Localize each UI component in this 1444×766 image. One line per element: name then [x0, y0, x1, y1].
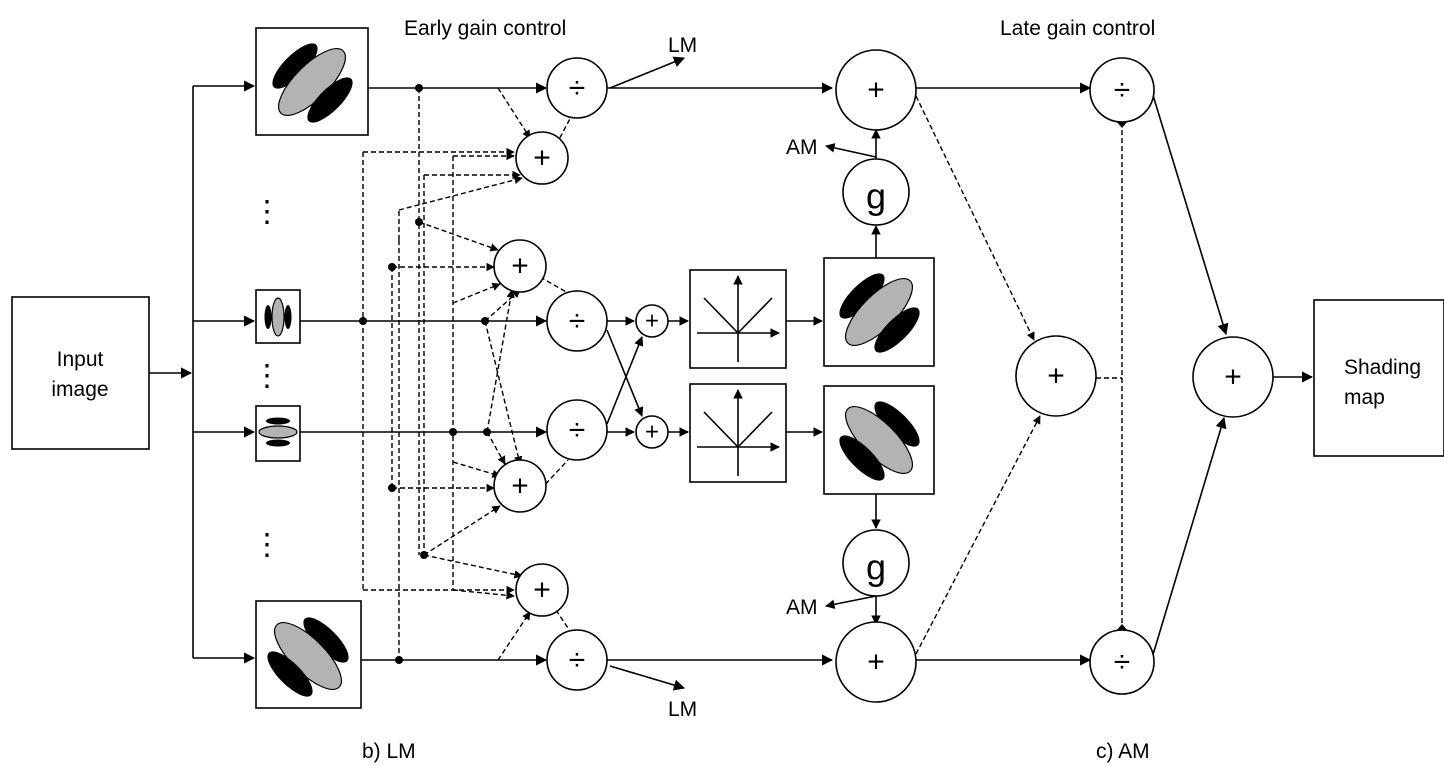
gain-symbol-bottom: g — [866, 547, 886, 588]
late-pool-sum-node — [1015, 335, 1097, 417]
lm-bottom-arrow — [609, 665, 686, 691]
lm-am-sum-symbol-bottom: + — [867, 646, 885, 679]
late-gain-control-heading: Late gain control — [1000, 17, 1155, 40]
input-image-label-line1: Input — [57, 348, 104, 371]
filter-oblique-bottom — [255, 600, 362, 709]
mid-sum-symbol-1: + — [645, 308, 659, 335]
final-sum-symbol: + — [1224, 361, 1242, 394]
early-divide-symbol-4: ÷ — [569, 644, 585, 677]
am-top-label: AM — [786, 136, 818, 159]
lm-top-label: LM — [668, 34, 697, 57]
late-divide-node-bottom — [1089, 629, 1155, 695]
early-divide-symbol-3: ÷ — [569, 414, 585, 447]
main-signal-lines — [300, 82, 548, 666]
early-pool-sum-symbol-2: + — [511, 250, 529, 283]
lm-am-sum-bottom — [835, 621, 917, 703]
lm-am-sum-symbol-top: + — [867, 74, 885, 107]
filter-ellipsis-2: ⋮ — [252, 360, 282, 393]
early-pool-sum-4 — [515, 563, 569, 617]
early-gain-control-heading: Early gain control — [404, 17, 566, 40]
lm-bottom-label: LM — [668, 698, 697, 721]
filter-oblique-top — [255, 27, 369, 136]
early-pool-sum-symbol-4: + — [533, 574, 551, 607]
early-divide-symbol-1: ÷ — [569, 72, 585, 105]
early-pool-sum-3 — [493, 459, 547, 513]
lm-top-arrow — [609, 56, 686, 89]
late-pool-sum-symbol: + — [1047, 360, 1065, 393]
gain-symbol-top: g — [866, 176, 886, 217]
late-divide-symbol-bottom: ÷ — [1114, 646, 1130, 679]
early-pool-sum-2 — [493, 239, 547, 293]
nonlinearity-box-1 — [689, 269, 787, 369]
shading-map-box — [1313, 299, 1444, 457]
late-divide-node-top — [1089, 57, 1155, 123]
early-pool-sum-1 — [515, 131, 569, 185]
input-image-box — [11, 296, 150, 450]
am-bottom-label: AM — [786, 596, 818, 619]
nonlinearity-box-2 — [689, 383, 787, 483]
input-image-label-line2: image — [51, 378, 108, 401]
early-divide-node-3 — [546, 399, 608, 461]
filter-horizontal-small — [255, 405, 301, 462]
mid-cross-wires — [606, 316, 689, 437]
final-sum-node — [1192, 336, 1274, 418]
early-pool-sum-symbol-3: + — [511, 470, 529, 503]
input-distribution-wires — [149, 80, 256, 664]
filter-vertical-small — [255, 289, 301, 344]
lm-am-sum-top — [835, 49, 917, 131]
am-bottom-arrow — [825, 595, 877, 610]
second-stage-filter-1 — [823, 257, 935, 367]
caption-b-lm: b) LM — [362, 740, 416, 763]
early-pooling-network — [362, 87, 573, 661]
shading-map-label-line2: map — [1344, 386, 1385, 409]
filter-ellipsis-3: ⋮ — [252, 529, 282, 562]
late-gain-wires — [915, 82, 1314, 666]
filter-ellipsis-1: ⋮ — [252, 196, 282, 229]
mid-sum-symbol-2: + — [645, 419, 659, 446]
late-divide-symbol-top: ÷ — [1114, 74, 1130, 107]
second-stage-filter-2 — [823, 385, 935, 495]
early-divide-symbol-2: ÷ — [569, 305, 585, 338]
tap-dots — [359, 84, 491, 664]
early-pool-sum-symbol-1: + — [533, 142, 551, 175]
shading-map-label-line1: Shading — [1344, 356, 1421, 379]
caption-c-am: c) AM — [1096, 740, 1150, 763]
am-top-arrow — [825, 143, 877, 158]
